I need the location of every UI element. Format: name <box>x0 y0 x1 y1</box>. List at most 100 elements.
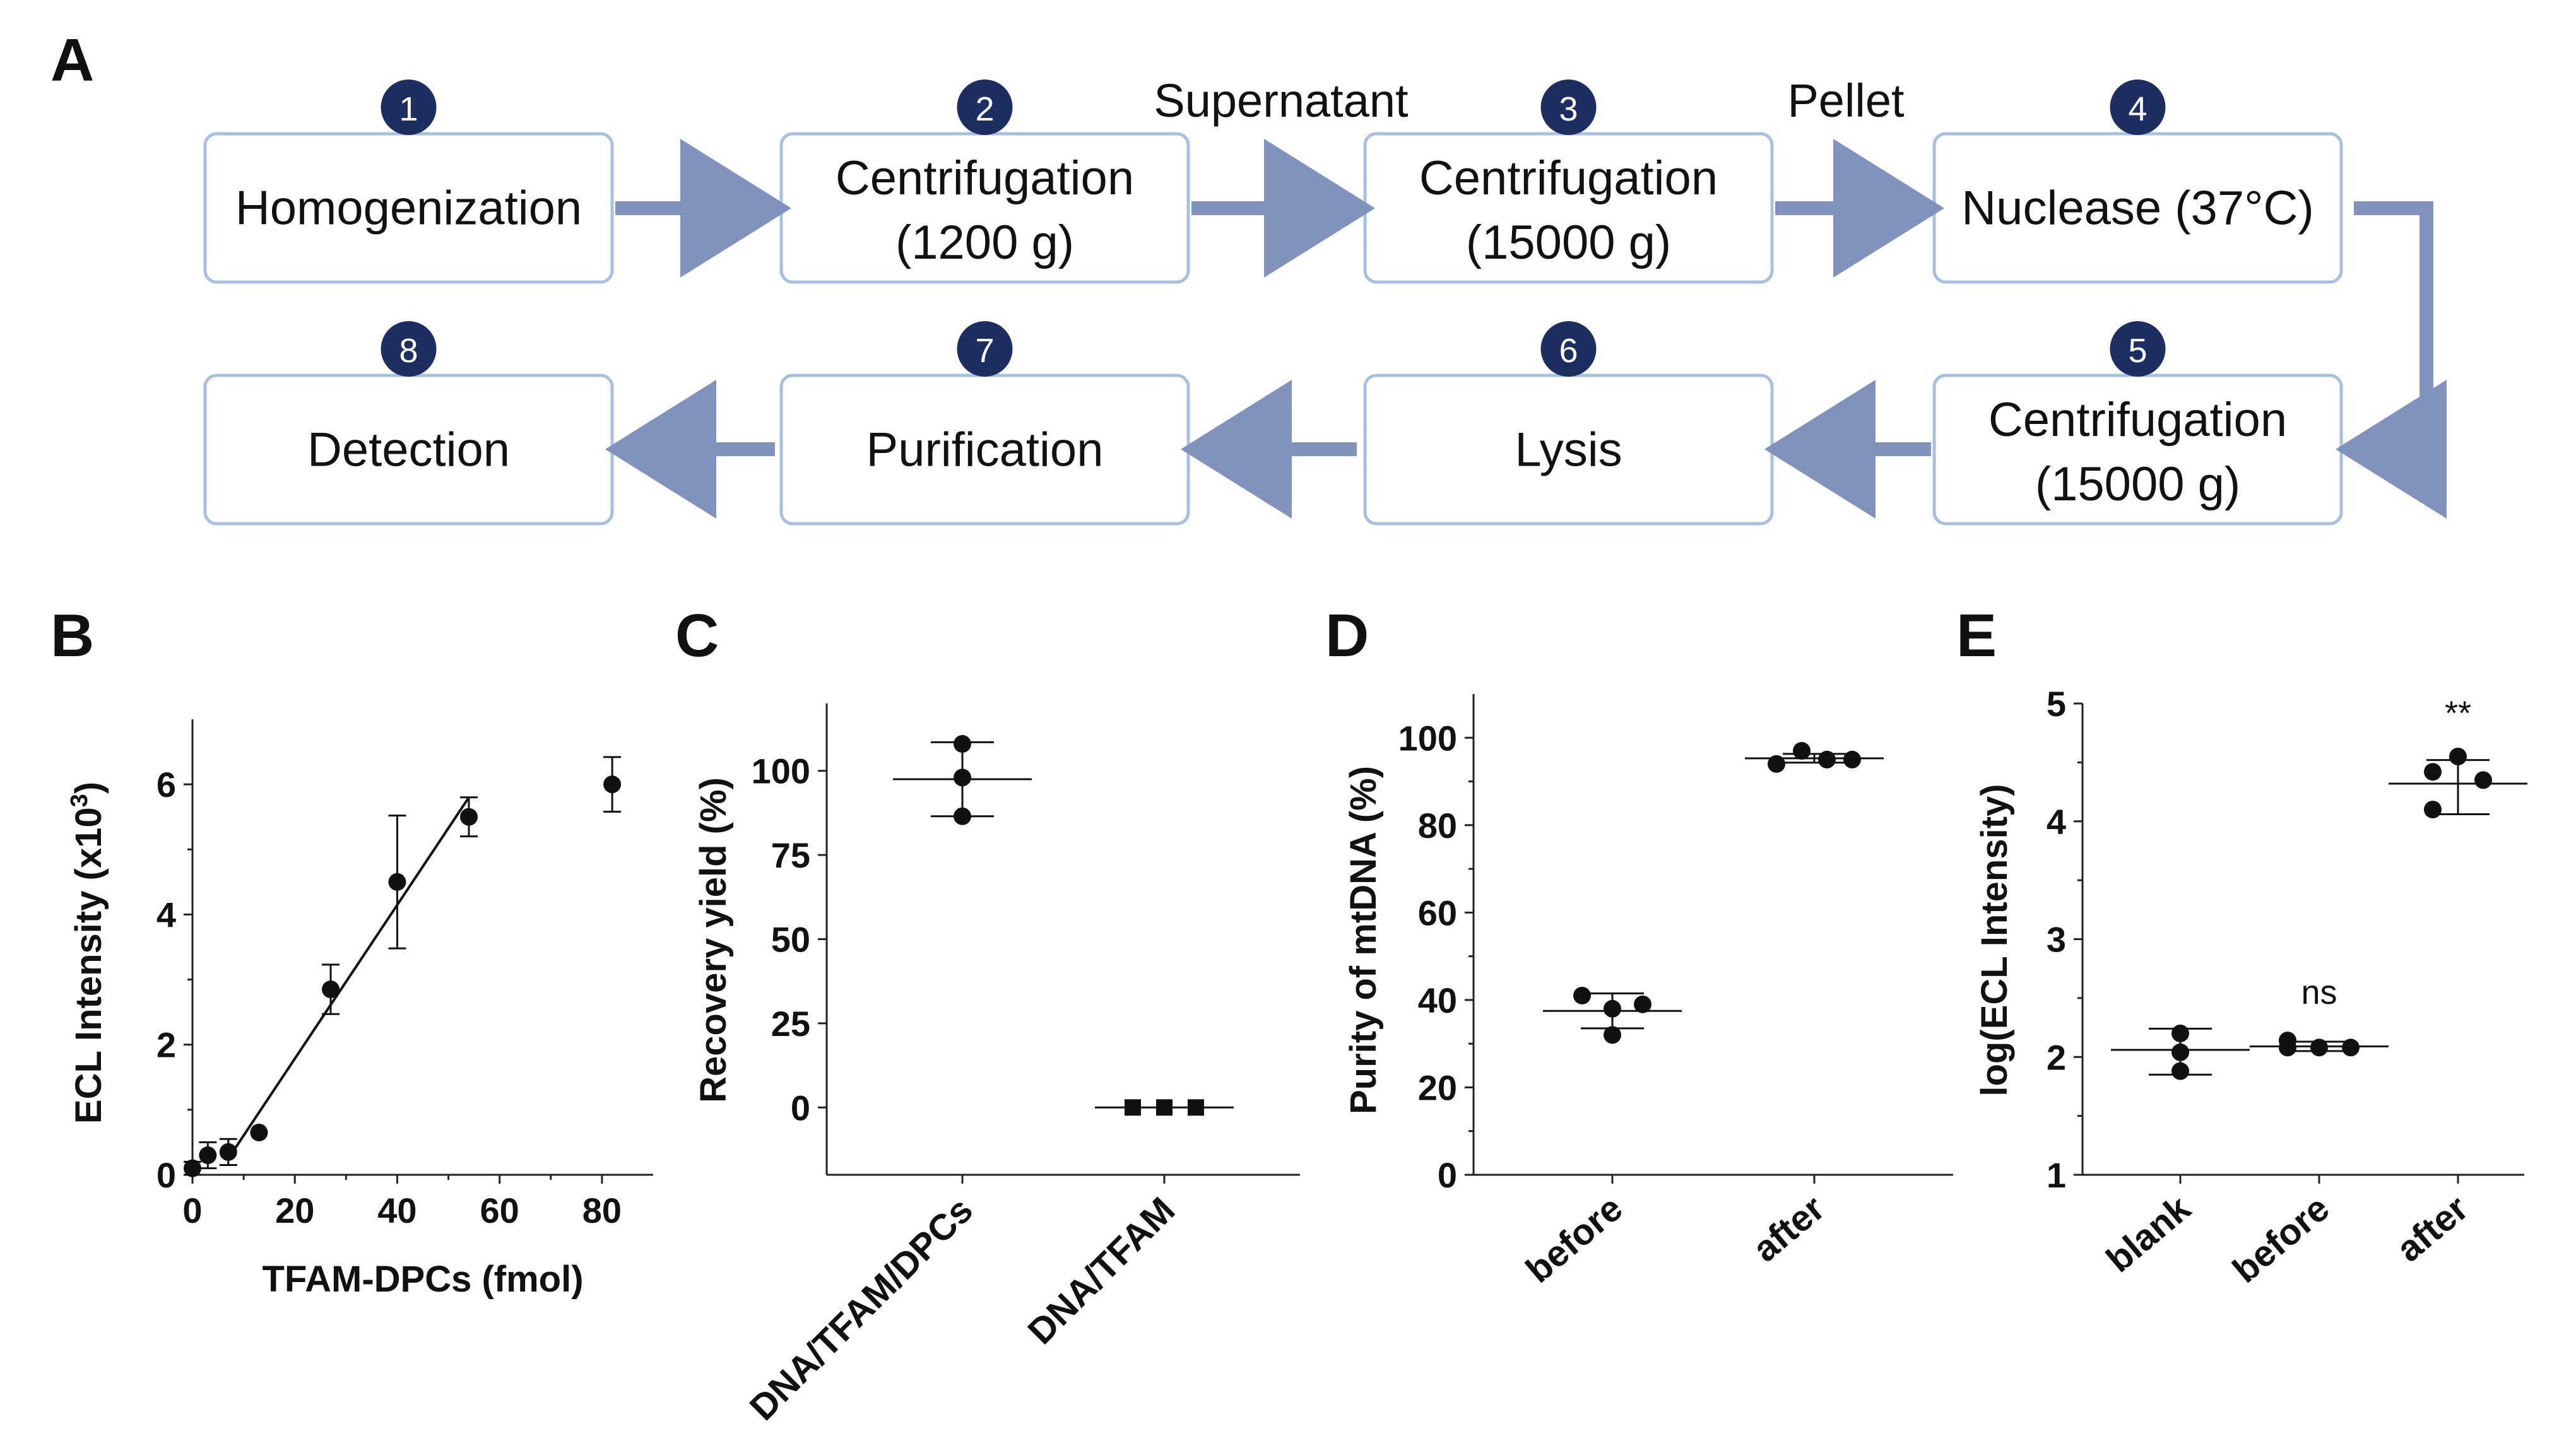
step-number-8: 8 <box>399 332 418 370</box>
panel-label-d: D <box>1325 602 1369 669</box>
chart-b-point <box>603 775 622 794</box>
chart-b-y-axis-label: ECL Intensity (x103) <box>66 782 109 1124</box>
chart-e-point <box>2171 1062 2189 1080</box>
chart-d-x-tick-label: after <box>1745 1187 1832 1270</box>
chart-d-y-tick-label: 60 <box>1418 893 1457 933</box>
chart-b-point <box>460 808 478 826</box>
step-label-2-line-2: (1200 g) <box>895 216 1074 269</box>
step-number-2: 2 <box>975 90 994 128</box>
chart-e-point <box>2449 748 2467 766</box>
chart-e-x-tick-label: before <box>2225 1187 2337 1291</box>
chart-e-point <box>2171 1024 2189 1042</box>
chart-e-point <box>2171 1043 2189 1061</box>
workflow-panel: A Supernatant Pellet Homogenization1Cent… <box>50 26 2447 526</box>
chart-b-x-axis-label: TFAM-DPCs (fmol) <box>262 1259 583 1300</box>
chart-e-x-tick-label: blank <box>2099 1187 2199 1281</box>
panel-label-e: E <box>1956 602 1997 669</box>
chart-c-point <box>954 735 971 753</box>
chart-b-y-tick-label: 2 <box>157 1025 176 1065</box>
chart-e: E log(ECL Intensity) 1 2 3 4 5 blank before aft… <box>1956 602 2527 1291</box>
chart-e-point <box>2310 1039 2328 1057</box>
chart-e-y-axis-label: log(ECL Intensity) <box>1974 784 2015 1096</box>
chart-b: B TFAM-DPCs (fmol) ECL Intensity (x103) … <box>50 602 653 1300</box>
chart-b-point <box>322 980 340 999</box>
chart-e-y-tick-label: 4 <box>2047 802 2066 842</box>
chart-b-ylabel-main: ECL Intensity (x10 <box>68 807 109 1124</box>
chart-b-point <box>219 1143 237 1161</box>
chart-c-point <box>1156 1099 1173 1116</box>
step-label-5-line-1: Centrifugation <box>1988 393 2287 447</box>
chart-e-y-tick-label: 2 <box>2047 1037 2066 1077</box>
chart-d-point <box>1793 742 1811 760</box>
chart-d-y-tick-label: 100 <box>1398 718 1457 758</box>
step-number-1: 1 <box>399 90 418 128</box>
chart-b-point <box>184 1159 201 1177</box>
step-label-3-line-2: (15000 g) <box>1466 216 1671 269</box>
chart-c-y-tick-label: 25 <box>771 1004 810 1044</box>
chart-e-y-tick-label: 1 <box>2047 1155 2066 1195</box>
chart-d-x-tick-label: before <box>1518 1187 1631 1291</box>
chart-e-y-tick-label: 5 <box>2047 684 2066 724</box>
chart-d-point <box>1573 986 1591 1004</box>
step-badge-2 <box>957 79 1013 135</box>
chart-c-y-axis-label: Recovery yield (%) <box>693 777 734 1103</box>
chart-c-x-tick-label: DNA/TFAM/DPCs <box>742 1189 981 1428</box>
chart-b-point <box>250 1123 268 1141</box>
chart-d-y-tick-label: 0 <box>1438 1155 1457 1195</box>
chart-d: D Purity of mtDNA (%) 0 20 40 60 80 100 before… <box>1325 602 1953 1291</box>
step-badge-4 <box>2110 79 2166 135</box>
chart-b-point <box>199 1146 217 1165</box>
flow-arrow-4-5 <box>2336 201 2447 519</box>
chart-b-x-tick-label: 80 <box>582 1191 622 1230</box>
chart-e-point <box>2474 771 2492 789</box>
step-badge-3 <box>1540 79 1597 135</box>
chart-b-x-tick-label: 40 <box>377 1191 417 1230</box>
chart-b-fit-line <box>227 796 470 1160</box>
step-badge-1 <box>381 79 437 135</box>
chart-d-point <box>1604 1026 1621 1044</box>
chart-b-x-tick-label: 0 <box>182 1191 202 1230</box>
chart-e-point <box>2424 763 2442 781</box>
chart-e-y-tick-label: 3 <box>2047 920 2066 960</box>
step-label-7: Purification <box>866 423 1104 477</box>
step-badge-5 <box>2110 321 2166 377</box>
chart-c-point <box>954 768 971 787</box>
step-label-1: Homogenization <box>235 182 582 235</box>
chart-d-y-axis-label: Purity of mtDNA (%) <box>1343 766 1384 1114</box>
chart-b-y-tick-label: 4 <box>157 895 176 934</box>
chart-b-ylabel-sup: 3 <box>66 794 93 807</box>
step-label-6: Lysis <box>1515 423 1622 477</box>
chart-d-point <box>1768 755 1785 773</box>
chart-c-y-tick-label: 75 <box>771 835 810 875</box>
step-number-7: 7 <box>975 332 994 370</box>
step-label-8: Detection <box>307 423 510 477</box>
panel-label-a: A <box>50 26 94 94</box>
chart-d-y-tick-label: 40 <box>1418 980 1457 1020</box>
step-badge-7 <box>957 321 1013 377</box>
panel-label-b: B <box>50 602 94 669</box>
step-label-2-line-1: Centrifugation <box>836 151 1134 205</box>
chart-c-point <box>1125 1099 1141 1116</box>
supernatant-label: Supernatant <box>1154 74 1409 127</box>
chart-e-point <box>2342 1039 2360 1057</box>
chart-d-point <box>1818 750 1836 768</box>
chart-e-point <box>2424 801 2442 819</box>
chart-e-x-tick-label: after <box>2389 1187 2476 1270</box>
chart-c-x-tick-label: DNA/TFAM <box>1020 1189 1183 1352</box>
chart-c-y-tick-label: 0 <box>791 1088 810 1127</box>
chart-d-point <box>1634 995 1651 1013</box>
chart-e-annotation-ns: ns <box>2301 974 2337 1011</box>
chart-d-y-tick-label: 80 <box>1418 806 1457 845</box>
chart-b-y-tick-label: 6 <box>157 765 176 804</box>
chart-c: C Recovery yield (%) 0255075100DNA/TFAM/… <box>675 602 1300 1428</box>
step-label-5-line-2: (15000 g) <box>2035 457 2240 511</box>
step-number-5: 5 <box>2128 332 2147 370</box>
chart-c-y-tick-label: 100 <box>752 751 810 791</box>
step-badge-8 <box>381 321 437 377</box>
step-label-4: Nuclease (37°C) <box>1961 182 2313 235</box>
chart-b-point <box>388 873 406 891</box>
chart-d-y-tick-label: 20 <box>1418 1068 1457 1107</box>
chart-b-x-tick-label: 60 <box>480 1191 519 1230</box>
step-number-6: 6 <box>1559 332 1578 370</box>
